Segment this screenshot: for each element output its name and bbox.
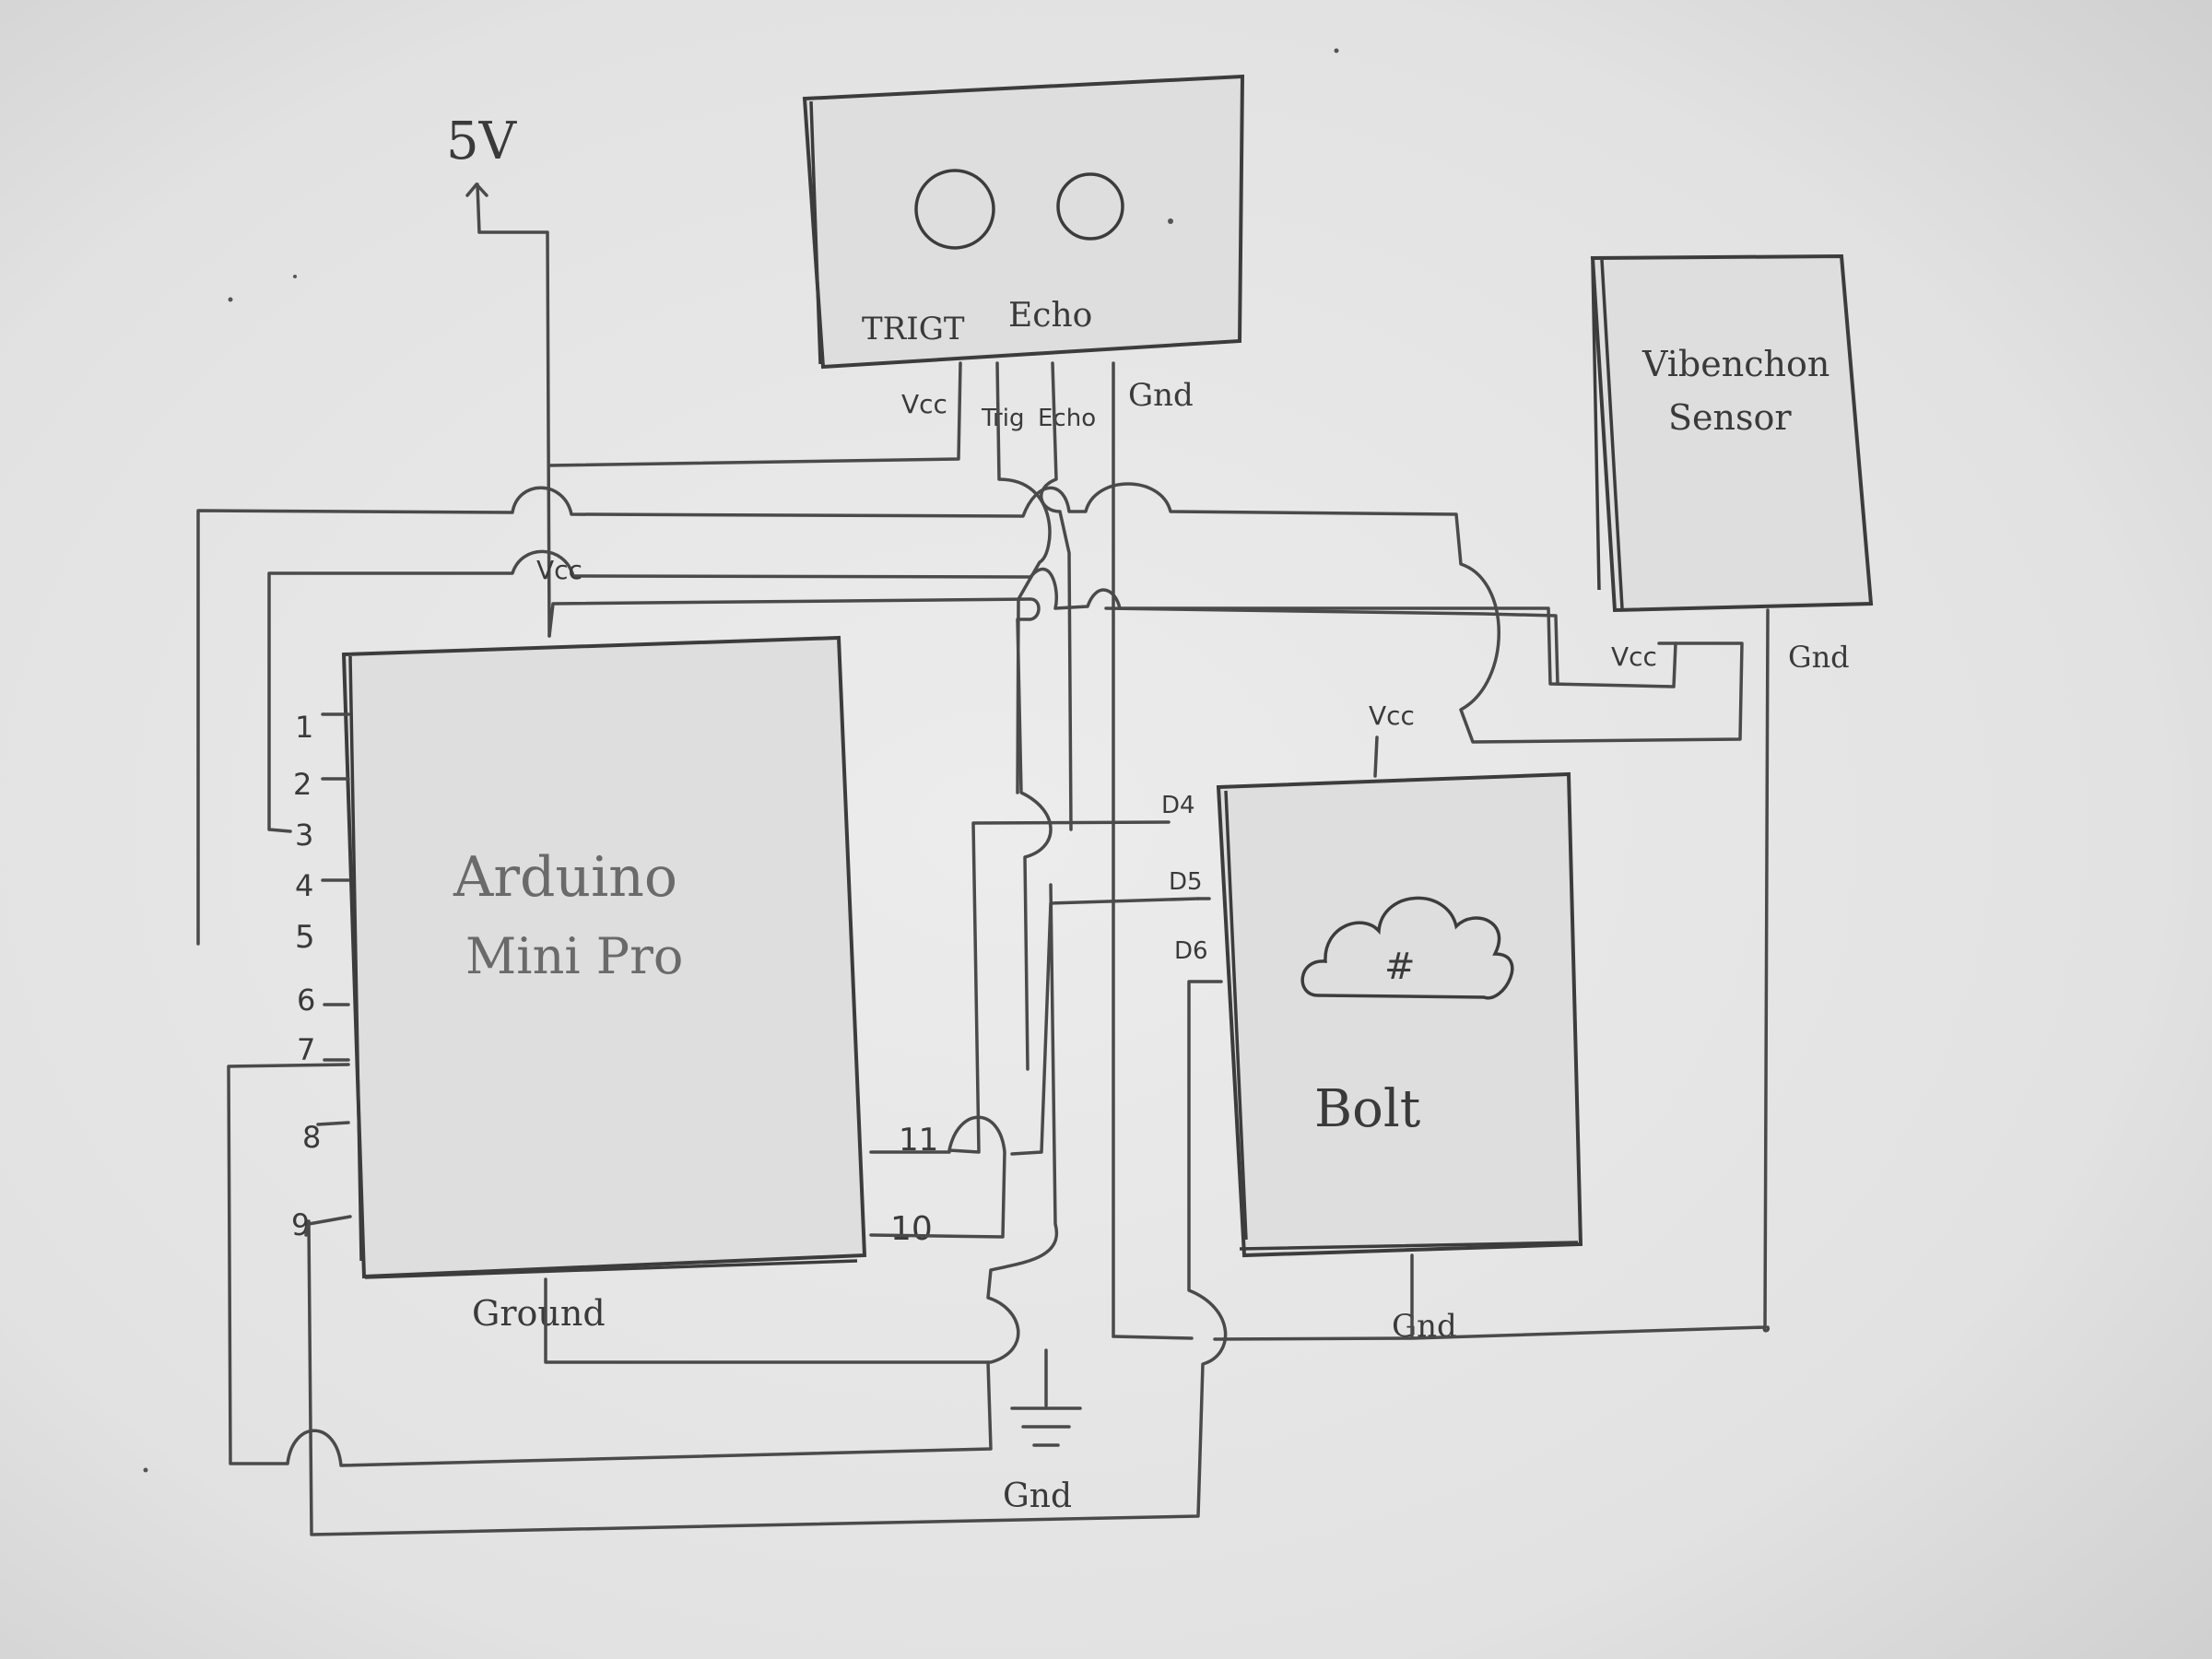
bolt-title: Bolt (1314, 1079, 1421, 1139)
arduino-title-1: Arduino (453, 845, 677, 910)
vibration-title-2: Sensor (1668, 397, 1792, 438)
arduino-title-2: Mini Pro (465, 927, 683, 985)
ultrasonic-sensor: TRIGT Echo (802, 74, 1245, 370)
arduino-pin10-label: 10 (890, 1210, 933, 1248)
us-echo-pin-label: Echo (1038, 405, 1096, 432)
pin-label: 5 (295, 919, 315, 956)
vibration-sensor: Vibenchon Sensor (1590, 253, 1874, 613)
pencil-dot (1334, 48, 1339, 53)
pin-label: 1 (295, 710, 313, 745)
arduino-mini-pro: Arduino Mini Pro (341, 635, 867, 1279)
ground-symbol-icon (1010, 1348, 1082, 1447)
us-gnd-label: Gnd (1128, 377, 1194, 414)
transducer-left-icon (914, 169, 995, 250)
pin-label: 8 (302, 1120, 321, 1155)
us-trig-pin-label: Trig (981, 405, 1024, 432)
us-vcc-label: Vcc (901, 389, 947, 419)
bolt-d4-label: D4 (1161, 792, 1195, 819)
pencil-dot (143, 1467, 148, 1473)
supply-5v: 5V (446, 112, 551, 638)
pencil-dot (228, 297, 233, 302)
ground-symbol-label: Gnd (1003, 1477, 1072, 1515)
bolt-module: # Bolt (1216, 771, 1583, 1258)
cloud-icon (1300, 896, 1514, 1000)
pencil-dot (1168, 218, 1173, 224)
bolt-vcc-label: Vcc (1369, 700, 1415, 731)
pin-label: 3 (295, 818, 313, 853)
vibration-title-1: Vibenchon (1641, 344, 1830, 384)
pencil-dot (293, 275, 297, 278)
vcc-bus-label: Vcc (536, 555, 582, 585)
arduino-ground-label: Ground (472, 1293, 606, 1334)
transducer-right-icon (1056, 172, 1124, 241)
wires (196, 361, 1771, 1536)
pin-label: 7 (297, 1032, 315, 1067)
vibration-vcc-label: Vcc (1611, 641, 1657, 672)
pin-label: 4 (295, 868, 313, 903)
trig-label: TRIGT (862, 311, 965, 347)
vibration-gnd-label: Gnd (1788, 640, 1850, 675)
bolt-d5-label: D5 (1169, 868, 1203, 896)
bolt-d6-label: D6 (1174, 937, 1208, 965)
pin-label: 6 (297, 982, 315, 1018)
supply-label: 5V (446, 112, 518, 171)
arduino-pin-labels: 1 2 3 4 5 6 7 8 9 (291, 710, 350, 1242)
cloud-symbol: # (1384, 946, 1416, 988)
pin-label: 2 (293, 767, 312, 802)
echo-label: Echo (1008, 297, 1092, 335)
